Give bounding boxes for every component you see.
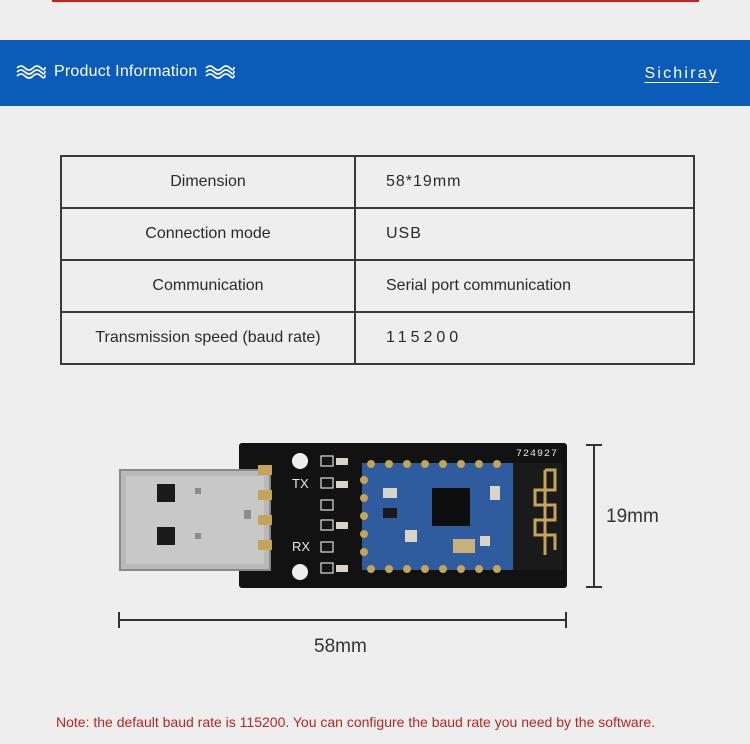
mounting-hole — [292, 564, 308, 580]
mcu-chip — [432, 488, 470, 526]
brand-link[interactable]: Sichiray — [644, 65, 719, 82]
wave-icon — [16, 65, 46, 79]
usb-contact — [258, 515, 272, 525]
spec-value: USB — [354, 207, 695, 261]
usb-dimple — [244, 510, 251, 519]
spec-value: 58*19mm — [354, 155, 695, 209]
tx-label: TX — [292, 476, 309, 491]
spec-value: Serial port communication — [354, 259, 695, 313]
crystal — [453, 539, 475, 553]
table-row: Communication Serial port communication — [60, 259, 695, 313]
usb-dimple — [195, 488, 201, 494]
module-pins — [360, 460, 501, 573]
top-accent-line — [52, 0, 699, 2]
spec-label: Transmission speed (baud rate) — [60, 311, 356, 365]
spec-label: Communication — [60, 259, 356, 313]
usb-slot — [157, 484, 175, 502]
banner-heading: Product Information — [16, 63, 236, 81]
spec-label: Connection mode — [60, 207, 356, 261]
usb-slot — [157, 527, 175, 545]
spec-value: 115200 — [354, 311, 695, 365]
spec-table: Dimension 58*19mm Connection mode USB Co… — [60, 155, 695, 365]
baud-rate-note: Note: the default baud rate is 115200. Y… — [56, 714, 656, 730]
usb-dimple — [195, 533, 201, 539]
table-row: Transmission speed (baud rate) 115200 — [60, 311, 695, 365]
usb-contact — [258, 540, 272, 550]
wave-icon — [205, 65, 236, 79]
usb-contact — [258, 490, 272, 500]
board-serial: 724927 — [516, 449, 558, 460]
table-row: Dimension 58*19mm — [60, 155, 695, 209]
mounting-hole — [292, 453, 308, 469]
banner-title: Product Information — [54, 63, 198, 80]
antenna-trace — [533, 468, 557, 555]
width-dimension-label: 58mm — [314, 636, 367, 657]
spec-label: Dimension — [60, 155, 356, 209]
rx-label: RX — [292, 539, 310, 554]
table-row: Connection mode USB — [60, 207, 695, 261]
usb-contact — [258, 465, 272, 475]
section-banner: Product Information Sichiray — [0, 40, 750, 106]
height-dimension-label: 19mm — [606, 506, 659, 527]
